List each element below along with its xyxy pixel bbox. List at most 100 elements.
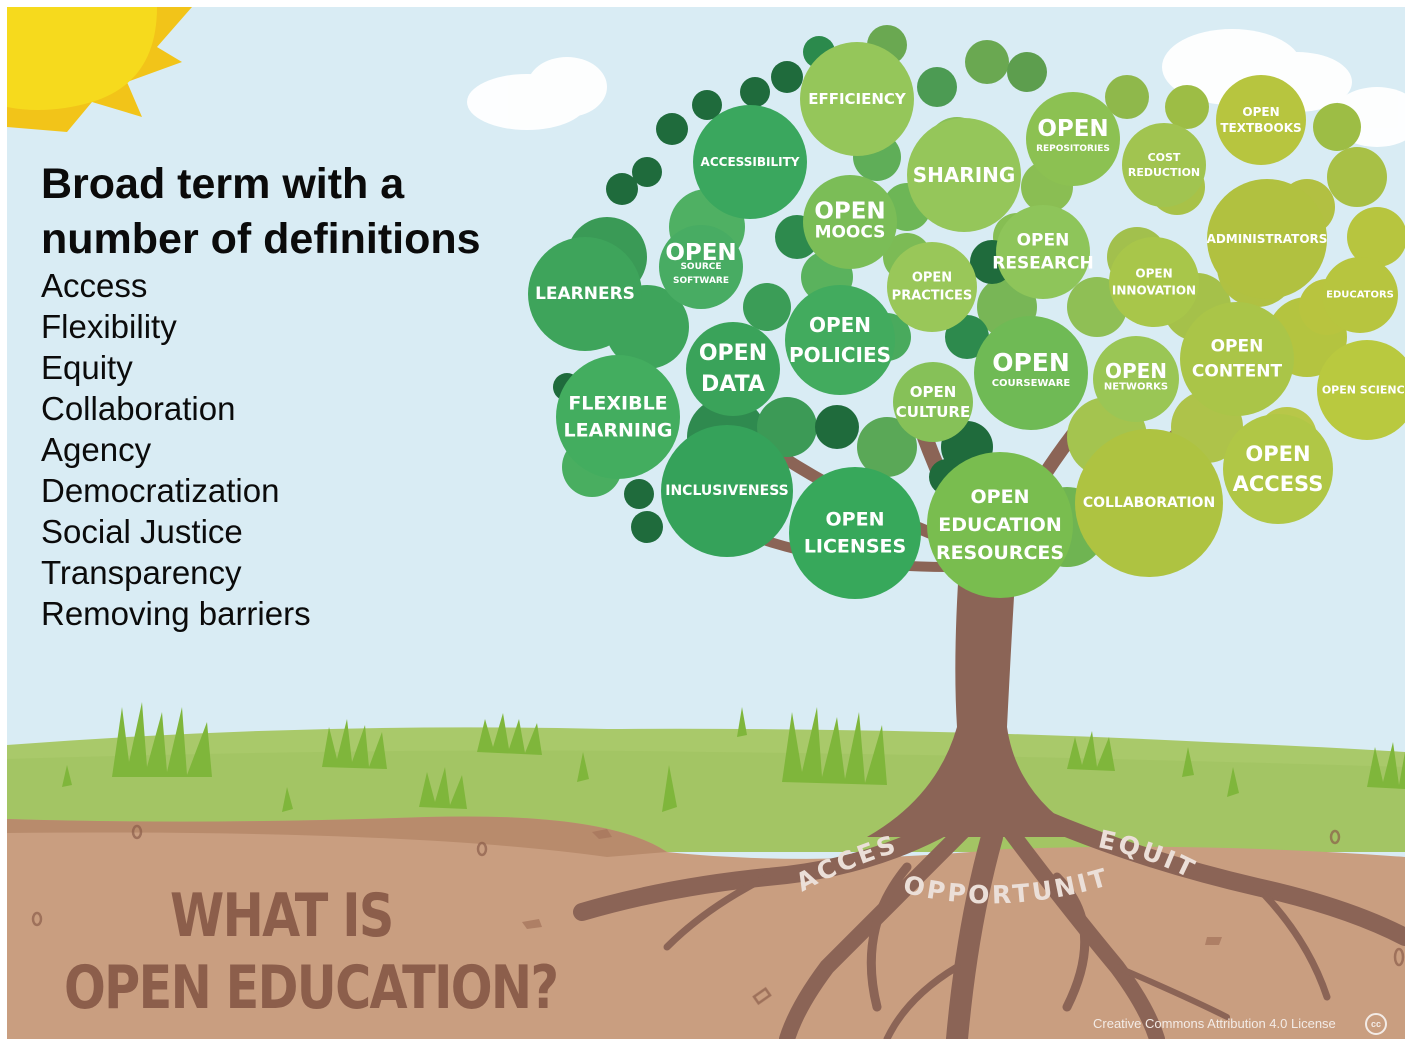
definition-item: Agency — [41, 431, 152, 468]
bubble-label: INCLUSIVENESS — [665, 483, 789, 499]
bubble-label: LEARNERS — [535, 284, 635, 304]
bubble-circle — [800, 42, 914, 156]
bubble-label: OPEN SCIENCE — [1322, 384, 1405, 397]
definition-item: Democratization — [41, 472, 280, 509]
bubble-circle — [803, 175, 897, 269]
heading-line-2: number of definitions — [41, 215, 481, 263]
bubble-inclusiveness: INCLUSIVENESS — [661, 425, 793, 557]
bubble-circle — [1216, 75, 1306, 165]
bubble-administrators: ADMINISTRATORS — [1207, 179, 1328, 299]
bubble-educators: EDUCATORS — [1322, 257, 1398, 333]
canopy-leaf — [917, 67, 957, 107]
bubble-circle — [1317, 340, 1405, 440]
bubble-circle — [1075, 429, 1223, 577]
bubble-label: OPEN — [971, 486, 1030, 508]
bubble-circle — [1093, 336, 1179, 422]
scene-illustration: ACCESS OPPORTUNITY EQUITY EFFICIENCYACCE… — [7, 7, 1405, 1039]
bubble-cost-reduction: COST REDUCTION — [1122, 123, 1206, 207]
bubble-circle — [686, 322, 780, 416]
bubble-label: OPEN — [1135, 267, 1172, 281]
canopy-leaf — [757, 397, 817, 457]
canopy-leaf — [815, 405, 859, 449]
bubble-label: INNOVATION — [1112, 284, 1196, 298]
sun-icon — [7, 7, 192, 132]
bubble-sharing: SHARING — [907, 118, 1021, 232]
bubble-circle — [927, 452, 1073, 598]
bubble-label: ADMINISTRATORS — [1207, 232, 1328, 246]
title-line-1: WHAT IS — [170, 881, 394, 951]
definition-item: Collaboration — [41, 390, 236, 427]
bubble-circle — [785, 285, 895, 395]
page-heading: Broad term with a number of definitions — [41, 157, 561, 267]
bubble-label: RESEARCH — [992, 254, 1094, 274]
definition-item: Equity — [41, 349, 133, 386]
bubble-label: OPEN — [992, 348, 1070, 377]
bubble-label: OPEN — [1242, 105, 1279, 119]
canopy-leaf — [1347, 207, 1405, 267]
bubble-circle — [1180, 302, 1294, 416]
creative-commons-icon: cc — [1365, 1013, 1387, 1035]
bubble-circle — [974, 316, 1088, 430]
bubble-open-innovation: OPEN INNOVATION — [1109, 237, 1199, 327]
canopy-leaf — [632, 157, 662, 187]
bubble-label: COST — [1148, 151, 1181, 164]
bubble-circle — [1223, 414, 1333, 524]
bubble-circle — [789, 467, 921, 599]
bubble-label: OPEN — [665, 240, 736, 266]
bubble-circle — [907, 118, 1021, 232]
bubble-label: SOFTWARE — [673, 276, 729, 286]
canopy-leaf — [1313, 103, 1361, 151]
cloud-icon — [467, 29, 1405, 147]
bubble-label: NETWORKS — [1104, 382, 1168, 393]
bubble-label: DATA — [701, 372, 765, 397]
title-line-2: OPEN EDUCATION? — [64, 953, 559, 1023]
bubble-label: ACCESS — [1233, 472, 1324, 496]
bubble-label: OPEN — [1037, 116, 1108, 142]
canopy-leaf — [692, 90, 722, 120]
canopy-leaf — [857, 417, 917, 477]
canopy-leaf — [1327, 147, 1387, 207]
grass-tufts — [62, 702, 1405, 812]
canopy-leaf — [771, 61, 803, 93]
bubble-label: CONTENT — [1192, 362, 1283, 382]
bubble-circle — [996, 205, 1090, 299]
canopy-leaf — [606, 173, 638, 205]
bubble-circle — [528, 237, 642, 351]
bubble-label: OPEN — [912, 271, 952, 286]
bubble-circle — [661, 425, 793, 557]
soil-flecks — [522, 829, 1222, 945]
bubble-label: LEARNING — [564, 420, 673, 442]
bubble-label: COLLABORATION — [1083, 495, 1215, 511]
bubble-label: LICENSES — [804, 536, 906, 558]
canopy-leaf — [624, 479, 654, 509]
bubble-circle — [887, 242, 977, 332]
heading-line-1: Broad term with a — [41, 160, 405, 208]
bubble-label: OPEN — [1017, 231, 1070, 251]
bubble-circle — [556, 355, 680, 479]
bubble-label: SOURCE — [680, 262, 721, 272]
tree-bubbles: EFFICIENCYACCESSIBILITYOPENREPOSITORIESO… — [528, 42, 1405, 599]
definitions-list: Access Flexibility Equity Collaboration … — [41, 265, 311, 634]
bubble-efficiency: EFFICIENCY — [800, 42, 914, 156]
bubble-learners: LEARNERS — [528, 237, 642, 351]
bubble-label: REDUCTION — [1128, 166, 1200, 179]
bubble-circle — [1122, 123, 1206, 207]
bubble-accessibility: ACCESSIBILITY — [693, 105, 807, 219]
definition-item: Transparency — [41, 554, 242, 591]
bubble-circle — [893, 362, 973, 442]
canopy-leaf — [631, 511, 663, 543]
canopy-leaf — [1105, 75, 1149, 119]
tree-trunk — [867, 527, 1087, 837]
